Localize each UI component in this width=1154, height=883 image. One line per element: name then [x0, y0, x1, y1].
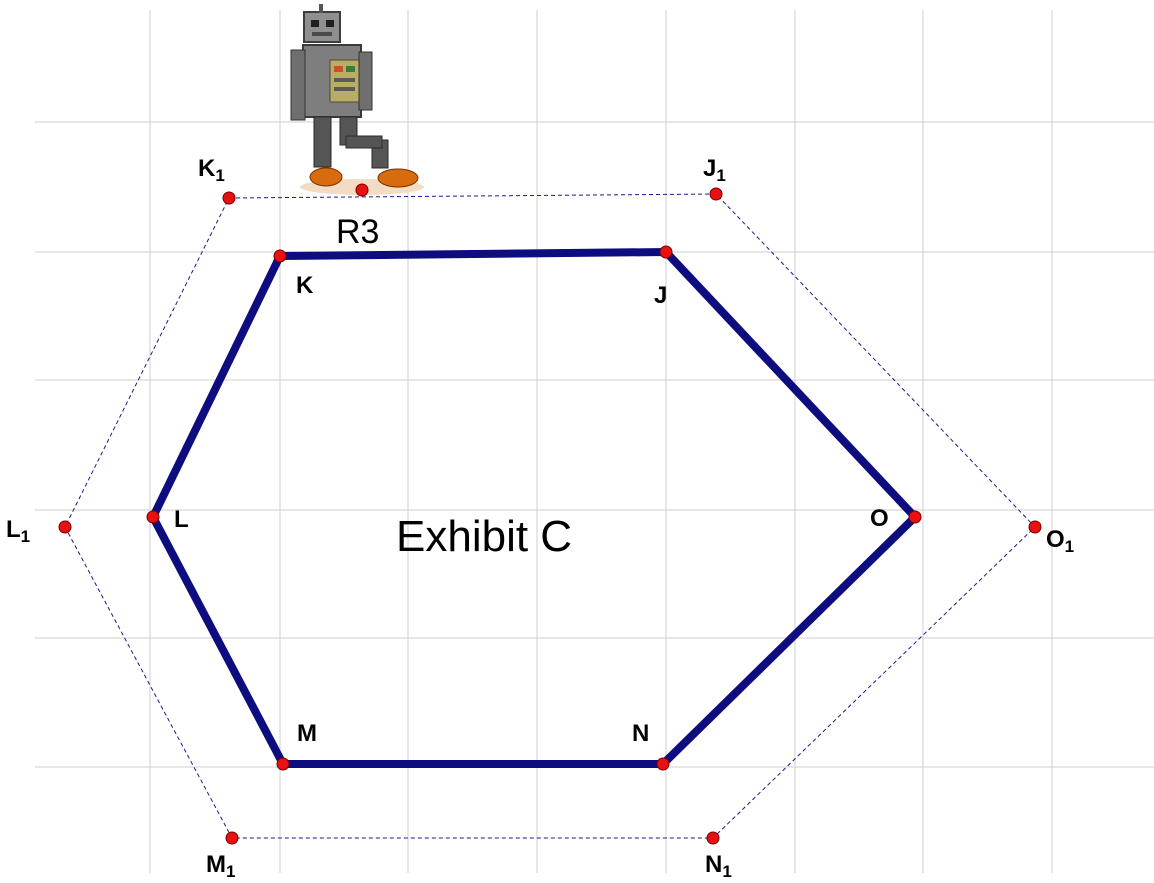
main-hexagon — [148, 247, 921, 768]
vertex-label-m: M — [297, 720, 317, 747]
vertex-dots — [58, 183, 1042, 845]
vertex-dot-n — [656, 757, 670, 771]
background-grid — [35, 10, 1154, 873]
vertex-label-o: O — [870, 505, 889, 532]
vertex-label-k1: K1 — [198, 155, 225, 185]
vertex-dot-m1 — [225, 831, 239, 845]
vertex-dot-n1 — [706, 831, 720, 845]
vertex-dot-l1 — [58, 520, 72, 534]
robot-label: R3 — [336, 213, 379, 251]
vertex-label-m1: M1 — [206, 851, 235, 881]
vertex-dot-m — [276, 757, 290, 771]
vertex-dot-k — [273, 249, 287, 263]
vertex-label-n1: N1 — [705, 851, 732, 881]
vertex-dot-o1 — [1028, 520, 1042, 534]
vertex-label-n: N — [632, 720, 649, 747]
vertex-dot-l — [146, 510, 160, 524]
vertex-dot-j — [659, 245, 673, 259]
vertex-label-o1: O1 — [1046, 526, 1074, 556]
vertex-label-j: J — [654, 282, 667, 309]
vertex-label-l: L — [174, 506, 189, 533]
vertex-dot-j1 — [709, 187, 723, 201]
vertex-label-l1: L1 — [6, 516, 30, 546]
vertex-label-k: K — [296, 272, 314, 299]
robot-icon — [290, 4, 424, 195]
vertex-label-j1: J1 — [703, 155, 726, 185]
robot-position-dot — [355, 183, 369, 197]
vertex-dot-o — [908, 510, 922, 524]
vertex-dot-k1 — [222, 191, 236, 205]
diagram-title: Exhibit C — [396, 512, 572, 561]
